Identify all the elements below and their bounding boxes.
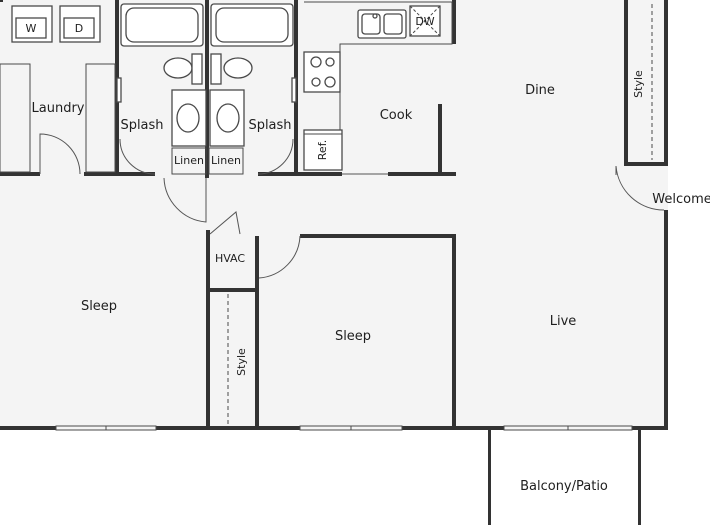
dryer-label: D — [75, 22, 83, 35]
bath-fixtures — [116, 3, 297, 175]
room-label-dine: Dine — [525, 83, 555, 98]
windows — [55, 425, 633, 431]
balcony-area — [490, 430, 640, 525]
linen-label-left: Linen — [174, 154, 204, 167]
dishwasher-label: DW — [415, 15, 434, 28]
refrigerator-label: Ref. — [316, 140, 329, 161]
room-label-sleep-left: Sleep — [81, 299, 117, 314]
room-label-cook: Cook — [380, 108, 413, 123]
washer-label: W — [26, 22, 37, 35]
laundry-fixtures — [0, 5, 116, 173]
room-label-welcome: Welcome — [652, 192, 710, 207]
room-label-laundry: Laundry — [32, 101, 85, 116]
doors — [39, 133, 665, 279]
closet-label-style-center: Style — [235, 348, 248, 376]
closet-label-style-top: Style — [632, 70, 645, 98]
room-label-splash-right: Splash — [248, 118, 291, 133]
room-label-splash-left: Splash — [120, 118, 163, 133]
room-label-balcony: Balcony/Patio — [520, 479, 608, 494]
linen-label-right: Linen — [211, 154, 241, 167]
room-label-hvac: HVAC — [215, 252, 245, 265]
kitchen-fixtures — [303, 1, 453, 171]
room-label-live: Live — [550, 314, 577, 329]
room-label-sleep-center: Sleep — [335, 329, 371, 344]
